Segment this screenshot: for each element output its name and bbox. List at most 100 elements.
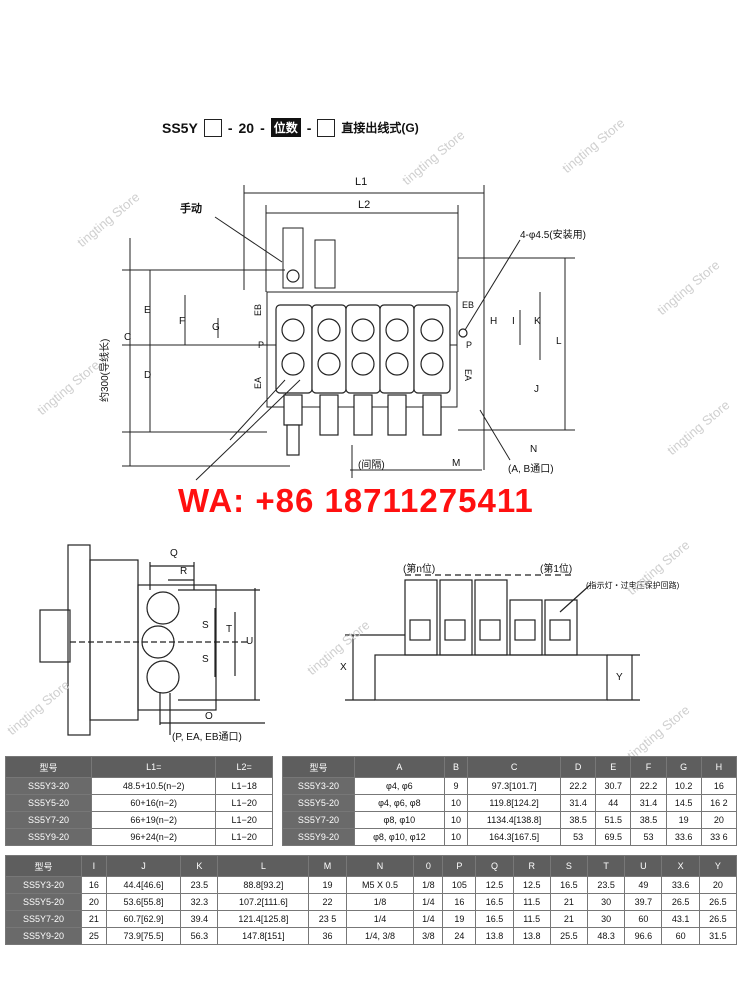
table-cell: 44 [595, 794, 632, 812]
table-cell: 51.5 [595, 811, 632, 829]
stations-label: 位数 [270, 118, 301, 137]
table-cell: 12.5 [475, 876, 514, 894]
table-cell: 44.4[46.6] [105, 876, 182, 894]
label-e: E [144, 305, 151, 316]
table-cell: 38.5 [630, 811, 667, 829]
table-cell: 16 [81, 876, 107, 894]
table-cell: 13.8 [475, 927, 514, 945]
column-header: K [180, 855, 219, 877]
table-cell: 164.3[167.5] [467, 828, 561, 846]
table-cell: 107.2[111.6] [217, 893, 310, 911]
label-ea-left: EA [253, 376, 264, 390]
column-header: L1= [91, 756, 217, 778]
table-cell: SS5Y7-20 [4, 910, 83, 928]
column-header: E [595, 756, 632, 778]
column-header: R [512, 855, 551, 877]
column-header: T [587, 855, 626, 877]
table-cell: 16.5 [475, 893, 514, 911]
label-l2: L2 [358, 199, 371, 211]
port-size: 20 [238, 119, 255, 136]
table-cell: 22.2 [630, 777, 667, 795]
column-header: N [345, 855, 415, 877]
table-cell: 88.8[93.2] [217, 876, 310, 894]
table-cell: 16 [442, 893, 477, 911]
table-cell: 119.8[124.2] [467, 794, 561, 812]
label-k: K [534, 316, 541, 327]
table-cell: 30 [587, 910, 626, 928]
table-cell: 48.3 [587, 927, 626, 945]
column-header: H [700, 756, 738, 778]
column-header: I [81, 855, 107, 877]
column-header: J [105, 855, 182, 877]
column-header: 型号 [282, 756, 355, 778]
table-cell: 9 [443, 777, 469, 795]
table-cell: 49 [624, 876, 663, 894]
table-cell: 1/8 [345, 893, 415, 911]
label-nth-station: (第n位) [403, 564, 436, 575]
table-cell: 26.5 [698, 893, 738, 911]
table-cell: SS5Y9-20 [4, 927, 83, 945]
table-cell: 22 [308, 893, 347, 911]
label-spacing: (间隔) [358, 460, 385, 471]
table-cell: L1−18 [215, 777, 273, 795]
table-cell: 10 [443, 811, 469, 829]
table-cell: 23.5 [587, 876, 626, 894]
table-cell: 12.5 [512, 876, 551, 894]
table-cell: 1/4, 3/8 [345, 927, 415, 945]
table-cell: 31.5 [698, 927, 738, 945]
column-header: L2= [215, 756, 273, 778]
column-header: G [665, 756, 702, 778]
table-cell: 105 [442, 876, 477, 894]
table-cell: SS5Y5-20 [282, 794, 355, 812]
table-cell: 53 [559, 828, 597, 846]
table-cell: 16.5 [475, 910, 514, 928]
table-cell: 19 [308, 876, 347, 894]
table-cell: 16 [700, 777, 738, 795]
table-cell: SS5Y5-20 [4, 893, 83, 911]
table-cell: 30 [587, 893, 626, 911]
table-cell: φ4, φ6 [353, 777, 445, 795]
table-cell: 16 2 [700, 794, 738, 812]
table-cell: 19 [442, 910, 477, 928]
table-cell: 53 [630, 828, 667, 846]
table-cell: 25 [81, 927, 107, 945]
table-cell: 39.4 [180, 910, 219, 928]
table-cell: 11.5 [512, 910, 551, 928]
label-p-left: P [258, 340, 265, 350]
model-code-line: SS5Y - 20 - 位数 - 直接出线式(G) [162, 118, 419, 137]
table-cell: 31.4 [559, 794, 597, 812]
label-c: C [124, 332, 132, 343]
column-header: P [442, 855, 477, 877]
table-cell: 33.6 [665, 828, 702, 846]
table-cell: M5 X 0.5 [345, 876, 415, 894]
table-cell: 1/8 [413, 876, 444, 894]
table-cell: 36 [308, 927, 347, 945]
label-l1: L1 [355, 176, 368, 188]
table-cell: 16.5 [549, 876, 589, 894]
table-cell: 21 [81, 910, 107, 928]
table-cell: SS5Y3-20 [4, 876, 83, 894]
table-cell: 30.7 [595, 777, 632, 795]
table-cell: 19 [665, 811, 702, 829]
table-cell: 24 [442, 927, 477, 945]
table-cell: SS5Y5-20 [4, 794, 93, 812]
table-cell: 121.4[125.8] [217, 910, 310, 928]
column-header: X [661, 855, 700, 877]
table-cell: 53.6[55.8] [105, 893, 182, 911]
table-cell: 10 [443, 828, 469, 846]
label-o-note: (P, EA, EB通口) [172, 732, 242, 743]
column-header: Q [475, 855, 514, 877]
table-cell: L1−20 [215, 794, 273, 812]
table-cell: φ8, φ10, φ12 [353, 828, 445, 846]
table-cell: 20 [700, 811, 738, 829]
